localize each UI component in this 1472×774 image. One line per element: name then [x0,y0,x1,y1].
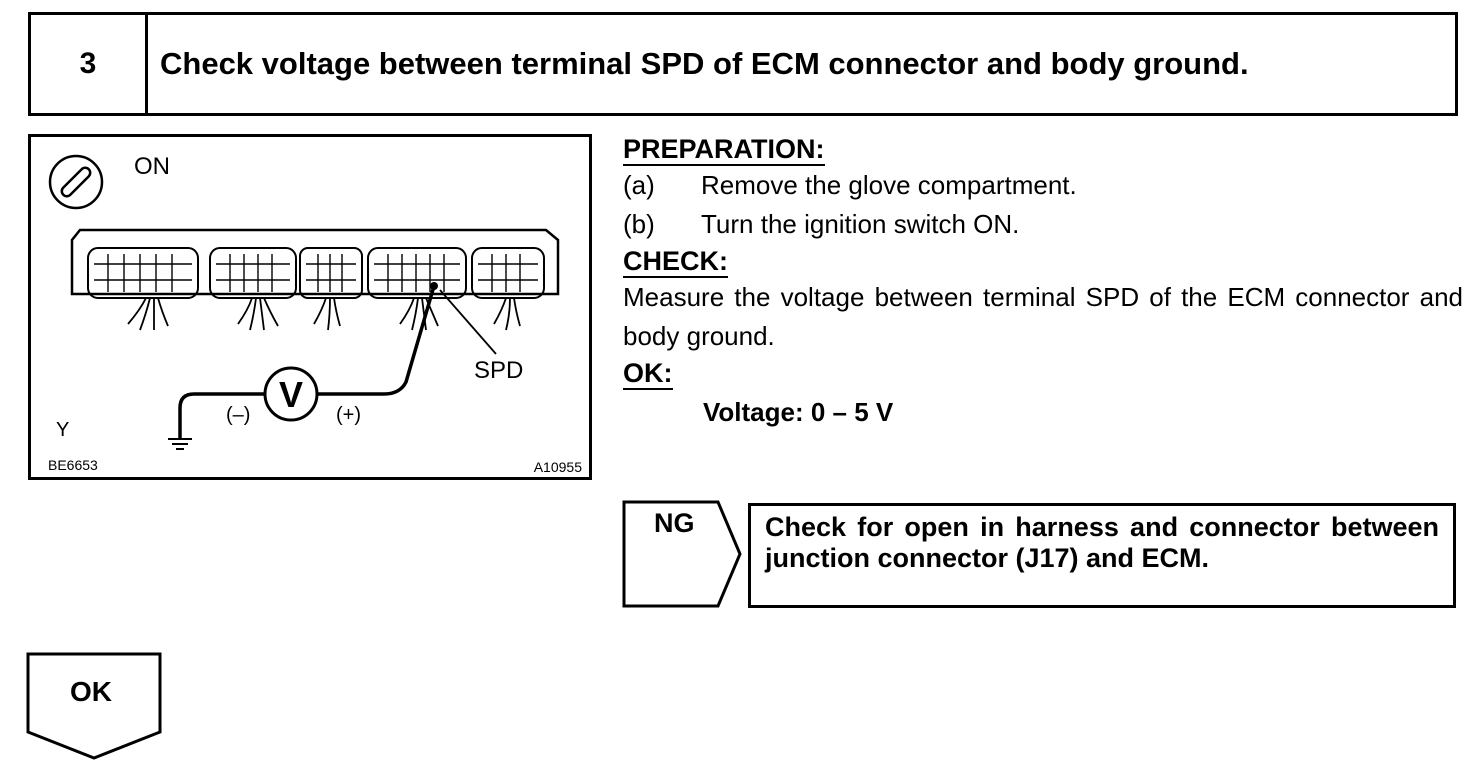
spd-leader-line [439,289,497,355]
step-header: 3 Check voltage between terminal SPD of … [28,12,1458,116]
step-label: (b) [623,209,655,239]
list-item: (a) Remove the glove compartment. [623,166,1463,205]
preparation-heading: PREPARATION: [623,134,825,166]
figure-code-left: BE6653 [48,457,98,473]
step-text: Remove the glove compartment. [701,170,1077,200]
ok-spec: Voltage: 0 – 5 V [703,397,894,427]
figure-code-right: A10955 [534,459,582,475]
ignition-state-label: ON [134,153,170,180]
spd-probe-point [430,282,438,290]
step-title: Check voltage between terminal SPD of EC… [160,46,1249,81]
ok-arrow-shape [26,652,162,760]
list-item: (b) Turn the ignition switch ON. [623,205,1463,244]
ok-heading: OK: [623,358,673,390]
connector-code-label: Y [56,419,69,441]
spd-terminal-label: SPD [474,357,523,384]
step-text: Turn the ignition switch ON. [701,209,1020,239]
step-label: (a) [623,170,655,200]
positive-lead-label: (+) [336,404,361,426]
ng-arrow-shape [622,500,742,608]
ok-label: OK [70,676,112,707]
ng-action-box: Check for open in harness and connector … [748,503,1456,608]
ignition-switch-icon [48,154,104,210]
check-heading: CHECK: [623,246,728,278]
ecm-wiring-figure: ON [28,134,592,480]
voltmeter-symbol: V [279,374,303,415]
ground-icon [168,438,192,450]
ng-label: NG [654,508,695,538]
voltmeter-lead-wires [178,285,436,438]
negative-lead-label: (–) [226,404,250,426]
step-number: 3 [31,15,148,113]
voltmeter-icon: V [263,366,319,422]
instructions: PREPARATION: (a) Remove the glove compar… [623,132,1463,432]
check-text: Measure the voltage between terminal SPD… [623,282,1463,351]
ecm-connector-housing [70,228,560,331]
